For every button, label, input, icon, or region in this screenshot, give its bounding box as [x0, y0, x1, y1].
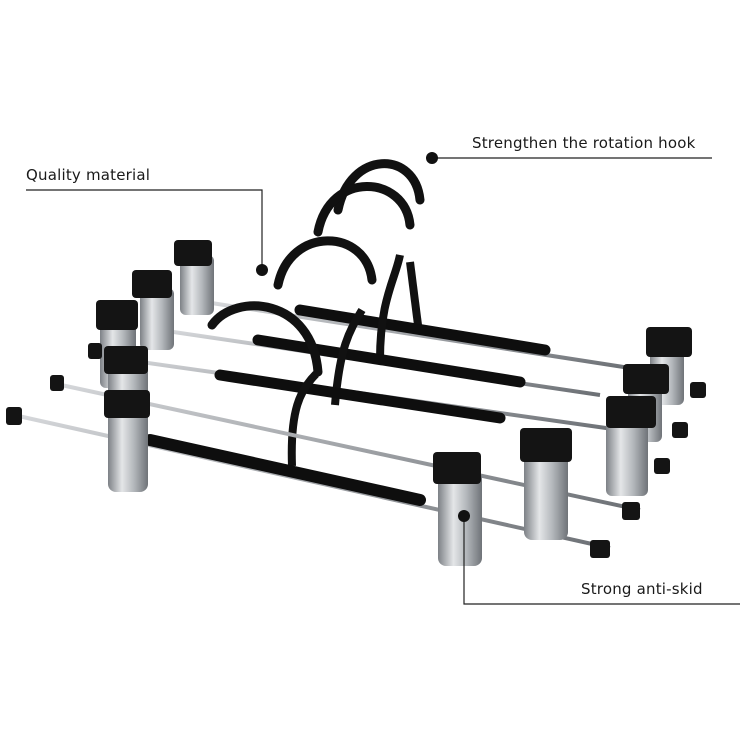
rod-end-cap [672, 422, 688, 438]
leader-quality [26, 189, 263, 268]
clip-cap [132, 270, 172, 298]
rod-end-cap [88, 343, 102, 359]
callout-quality-material: Quality material [26, 166, 151, 184]
rod-end-cap [654, 458, 670, 474]
clip-right [524, 444, 568, 540]
hanger-front [6, 301, 641, 566]
leader-anti-skid [463, 516, 740, 605]
clip-left [108, 362, 148, 492]
clip-left [140, 288, 174, 350]
rod-end-cap [690, 382, 706, 398]
clip-cap [520, 428, 572, 462]
hanger-third [132, 182, 688, 442]
clip-cap [96, 300, 138, 330]
marker-anti-skid [458, 510, 470, 522]
callout-rotation-hook: Strengthen the rotation hook [472, 134, 696, 152]
clip-cap [606, 396, 656, 428]
callout-anti-skid: Strong anti-skid [581, 580, 703, 598]
clip-cap [433, 452, 481, 484]
marker-hook [426, 152, 438, 164]
rod-end-cap [6, 407, 22, 425]
clip-cap [104, 390, 150, 418]
hanger-second [88, 236, 670, 496]
clip-left [180, 255, 214, 315]
marker-quality [256, 264, 268, 276]
clip-cap [646, 327, 692, 357]
clip-cap [104, 346, 148, 374]
clip-cap [623, 364, 669, 394]
callout-leaders [26, 157, 740, 605]
clip-cap [174, 240, 212, 266]
rod-end-cap [622, 502, 640, 520]
rod-end-cap [590, 540, 610, 558]
rod-end-cap [50, 375, 64, 391]
clip-right [606, 412, 648, 496]
